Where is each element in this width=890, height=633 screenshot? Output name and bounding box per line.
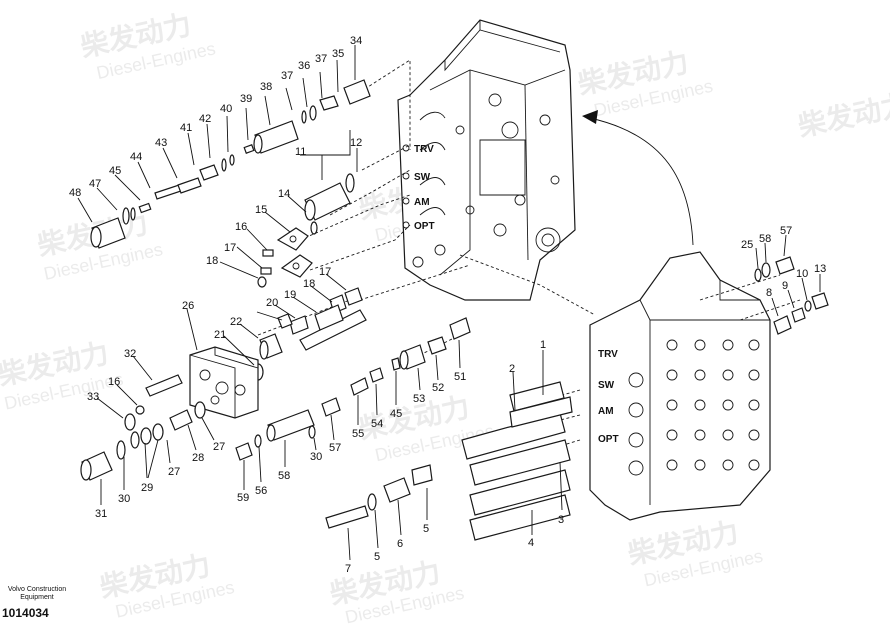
callout-numbers: 34 35 37 36 37 38 39 40 42 41 43 44 45 4… (69, 35, 826, 575)
rotation-arrow (582, 110, 694, 246)
callout-25: 25 (741, 239, 753, 251)
parts-right-small (754, 256, 829, 335)
callout-28: 28 (192, 452, 204, 464)
callout-17: 17 (224, 242, 236, 254)
callout-49: 52 (432, 382, 444, 394)
callout-24: 22 (230, 316, 242, 328)
port-label-opt: OPT (414, 221, 435, 232)
callout-23: 21 (214, 329, 226, 341)
callout-7: 7 (345, 563, 351, 575)
callout-38: 38 (260, 81, 272, 93)
port-label-opt: OPT (598, 434, 619, 445)
port-label-trv: TRV (598, 349, 618, 360)
brand-line-2: Equipment (20, 594, 54, 601)
assembly-lines (257, 59, 801, 453)
callout-57: 57 (780, 225, 792, 237)
spool-set (325, 381, 573, 541)
callout-21: 19 (284, 289, 296, 301)
callout-39: 39 (240, 93, 252, 105)
callout-35: 35 (332, 48, 344, 60)
parts-check-valves (350, 317, 471, 396)
callout-53: 56 (255, 485, 267, 497)
callout-42: 42 (199, 113, 211, 125)
callout-10: 10 (796, 268, 808, 280)
callout-45: 45 (109, 165, 121, 177)
callout-58: 58 (759, 233, 771, 245)
callout-31: 31 (95, 508, 107, 520)
callout-50: 53 (413, 393, 425, 405)
port-label-am: AM (598, 406, 614, 417)
callout-56: 59 (237, 492, 249, 504)
document-number: 1014034 (2, 606, 49, 620)
callout-36: 36 (298, 60, 310, 72)
callout-43: 43 (155, 137, 167, 149)
parts-upper-chain (90, 79, 371, 249)
callout-41: 41 (180, 122, 192, 134)
watermark-cn: 柴发动力 (795, 88, 890, 143)
callout-33: 33 (87, 391, 99, 403)
callout-19: 17 (319, 266, 331, 278)
callout-30-b: 30 (310, 451, 322, 463)
callout-22: 20 (266, 297, 278, 309)
callout-18: 18 (206, 255, 218, 267)
parts-valve-11-12 (304, 173, 355, 235)
callout-29: 29 (141, 482, 153, 494)
parts-flanges (257, 227, 313, 288)
parts-lower-left (80, 401, 206, 481)
callout-20: 18 (303, 278, 315, 290)
callout-34: 34 (350, 35, 362, 47)
callout-44: 44 (130, 151, 142, 163)
callout-37: 37 (315, 53, 327, 65)
callout-48: 51 (454, 371, 466, 383)
callout-47: 48 (69, 187, 81, 199)
callout-46: 47 (89, 178, 101, 190)
callout-27: 27 (168, 466, 180, 478)
callout-2: 2 (509, 363, 515, 375)
callout-16: 16 (235, 221, 247, 233)
callout-4: 4 (528, 537, 534, 549)
callout-30: 30 (118, 493, 130, 505)
callout-27-b: 27 (213, 441, 225, 453)
valve-block-lower: TRV SW AM OPT (589, 251, 771, 521)
callout-3: 3 (558, 514, 564, 526)
parts-lower-mid (235, 397, 341, 461)
callout-17-b: 16 (108, 376, 120, 388)
callout-37-b: 37 (281, 70, 293, 82)
callout-9: 9 (782, 280, 788, 292)
callout-leaders (77, 45, 821, 561)
callout-26: 26 (182, 300, 194, 312)
callout-32: 32 (124, 348, 136, 360)
callout-11: 11 (295, 146, 306, 158)
callout-13: 13 (814, 263, 826, 275)
port-label-trv: TRV (414, 144, 434, 155)
callout-12: 12 (350, 137, 362, 149)
callout-45-b: 45 (390, 408, 402, 420)
callout-5-b: 5 (374, 551, 380, 563)
brand-line-1: Volvo Construction (7, 586, 67, 593)
document-footer: Volvo Construction Equipment 1014034 (2, 586, 122, 620)
callout-51: 54 (371, 418, 383, 430)
port-label-am: AM (414, 197, 430, 208)
valve-block-upper: TRV SW AM OPT (397, 19, 576, 301)
callout-40: 40 (220, 103, 232, 115)
callout-5: 5 (423, 523, 429, 535)
port-label-sw: SW (414, 172, 431, 183)
callout-55: 58 (278, 470, 290, 482)
port-label-sw: SW (598, 380, 615, 391)
callout-6: 6 (397, 538, 403, 550)
parts-plate-26 (124, 346, 259, 431)
callout-8: 8 (766, 287, 772, 299)
callout-54: 57 (329, 442, 341, 454)
callout-1: 1 (540, 339, 546, 351)
port-holes (628, 339, 760, 476)
callout-52: 55 (352, 428, 364, 440)
callout-15: 15 (255, 204, 267, 216)
callout-14: 14 (278, 188, 290, 200)
